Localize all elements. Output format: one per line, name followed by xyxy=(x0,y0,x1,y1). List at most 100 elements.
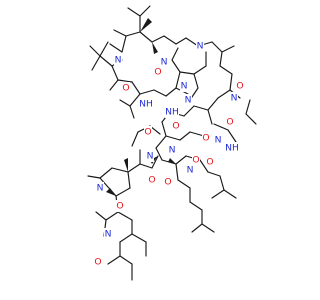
bond xyxy=(127,163,141,173)
atom-label-background xyxy=(172,120,180,132)
bond xyxy=(155,147,163,161)
bond xyxy=(127,171,131,189)
atom-label-background xyxy=(160,56,168,68)
bond xyxy=(189,201,203,211)
bond xyxy=(115,187,131,197)
bond xyxy=(119,99,131,107)
atom-label-background xyxy=(186,164,194,176)
bond xyxy=(199,159,209,173)
bond xyxy=(129,105,135,119)
bond xyxy=(109,43,123,53)
atom-label-background xyxy=(139,98,153,110)
bond xyxy=(89,45,101,57)
atom-label-background xyxy=(236,80,244,92)
bond xyxy=(87,175,101,179)
bond xyxy=(179,71,195,75)
oxygen-atom-label: O xyxy=(172,121,179,132)
atom-label-background xyxy=(104,228,112,240)
atom-label-background xyxy=(196,40,204,52)
bond xyxy=(153,89,167,97)
bond xyxy=(191,223,203,233)
bond xyxy=(99,41,109,57)
bond xyxy=(127,7,141,17)
oxygen-atom-label: O xyxy=(236,81,243,92)
nitrogen-atom-label: N xyxy=(169,145,176,156)
bond xyxy=(165,135,181,141)
nitrogen-atom-label: NH xyxy=(225,143,239,154)
bond xyxy=(175,155,187,165)
bond xyxy=(177,179,191,189)
bond xyxy=(117,211,133,221)
bond xyxy=(217,89,231,99)
bond xyxy=(207,109,213,125)
atom-label-background xyxy=(230,92,238,104)
atom-label-background xyxy=(94,256,102,268)
nitrogen-atom-label: N xyxy=(197,41,204,52)
bond xyxy=(125,31,141,37)
bond xyxy=(245,113,257,125)
bond xyxy=(211,41,223,53)
bond xyxy=(119,233,133,243)
atom-label-background xyxy=(180,80,188,92)
oxygen-atom-label: O xyxy=(144,127,151,138)
atom-label-background xyxy=(96,182,104,194)
bond xyxy=(221,45,235,53)
bond xyxy=(219,175,225,191)
bond xyxy=(219,51,223,67)
oxygen-atom-label: O xyxy=(122,83,129,94)
bond xyxy=(119,255,133,265)
nitrogen-atom-label: N xyxy=(231,93,238,104)
bond xyxy=(193,65,207,75)
bond xyxy=(165,87,177,97)
bond xyxy=(189,131,205,137)
oxygen-atom-label: O xyxy=(148,175,155,186)
bond xyxy=(109,79,119,91)
bond xyxy=(131,233,147,243)
atom-label-background xyxy=(164,176,172,188)
bond xyxy=(207,171,221,177)
nitrogen-atom-label: N xyxy=(161,57,168,68)
bond xyxy=(111,167,129,173)
atom-label-background xyxy=(184,94,192,106)
stereo-wedge xyxy=(168,158,176,164)
nitrogen-atom-label: N xyxy=(215,135,222,146)
bond xyxy=(107,255,121,265)
bond xyxy=(201,223,215,233)
bond xyxy=(175,71,181,89)
bond xyxy=(113,29,127,37)
bond xyxy=(213,123,229,131)
stereo-wedge xyxy=(140,18,152,32)
bond xyxy=(229,73,233,91)
bond xyxy=(139,89,155,95)
bond xyxy=(171,47,179,61)
bond xyxy=(171,59,181,73)
atom-label-background xyxy=(165,106,179,118)
bond xyxy=(223,189,237,199)
bond xyxy=(155,135,167,149)
atom-label-background xyxy=(192,154,200,166)
bond xyxy=(183,105,195,117)
nitrogen-atom-label: NH xyxy=(165,107,179,118)
bond xyxy=(139,5,151,17)
bond xyxy=(219,65,233,75)
oxygen-atom-label: O xyxy=(226,117,233,128)
bond xyxy=(163,35,177,45)
bond xyxy=(193,73,199,89)
bond xyxy=(179,131,191,141)
bond xyxy=(139,163,153,169)
bond xyxy=(139,31,153,43)
atom-label-background xyxy=(144,126,152,138)
atom-label-background xyxy=(114,54,122,66)
nitrogen-atom-label: NH xyxy=(139,99,153,110)
oxygen-atom-label: O xyxy=(192,155,199,166)
nitrogen-atom-label: N xyxy=(115,55,122,66)
stereo-wedge xyxy=(152,42,158,54)
bond xyxy=(151,35,165,43)
oxygen-atom-label: O xyxy=(164,177,171,188)
nitrogen-atom-label: N xyxy=(97,183,104,194)
nitrogen-atom-label: N xyxy=(105,229,112,240)
atom-label-background xyxy=(225,142,239,154)
atom-label-background xyxy=(226,116,234,128)
